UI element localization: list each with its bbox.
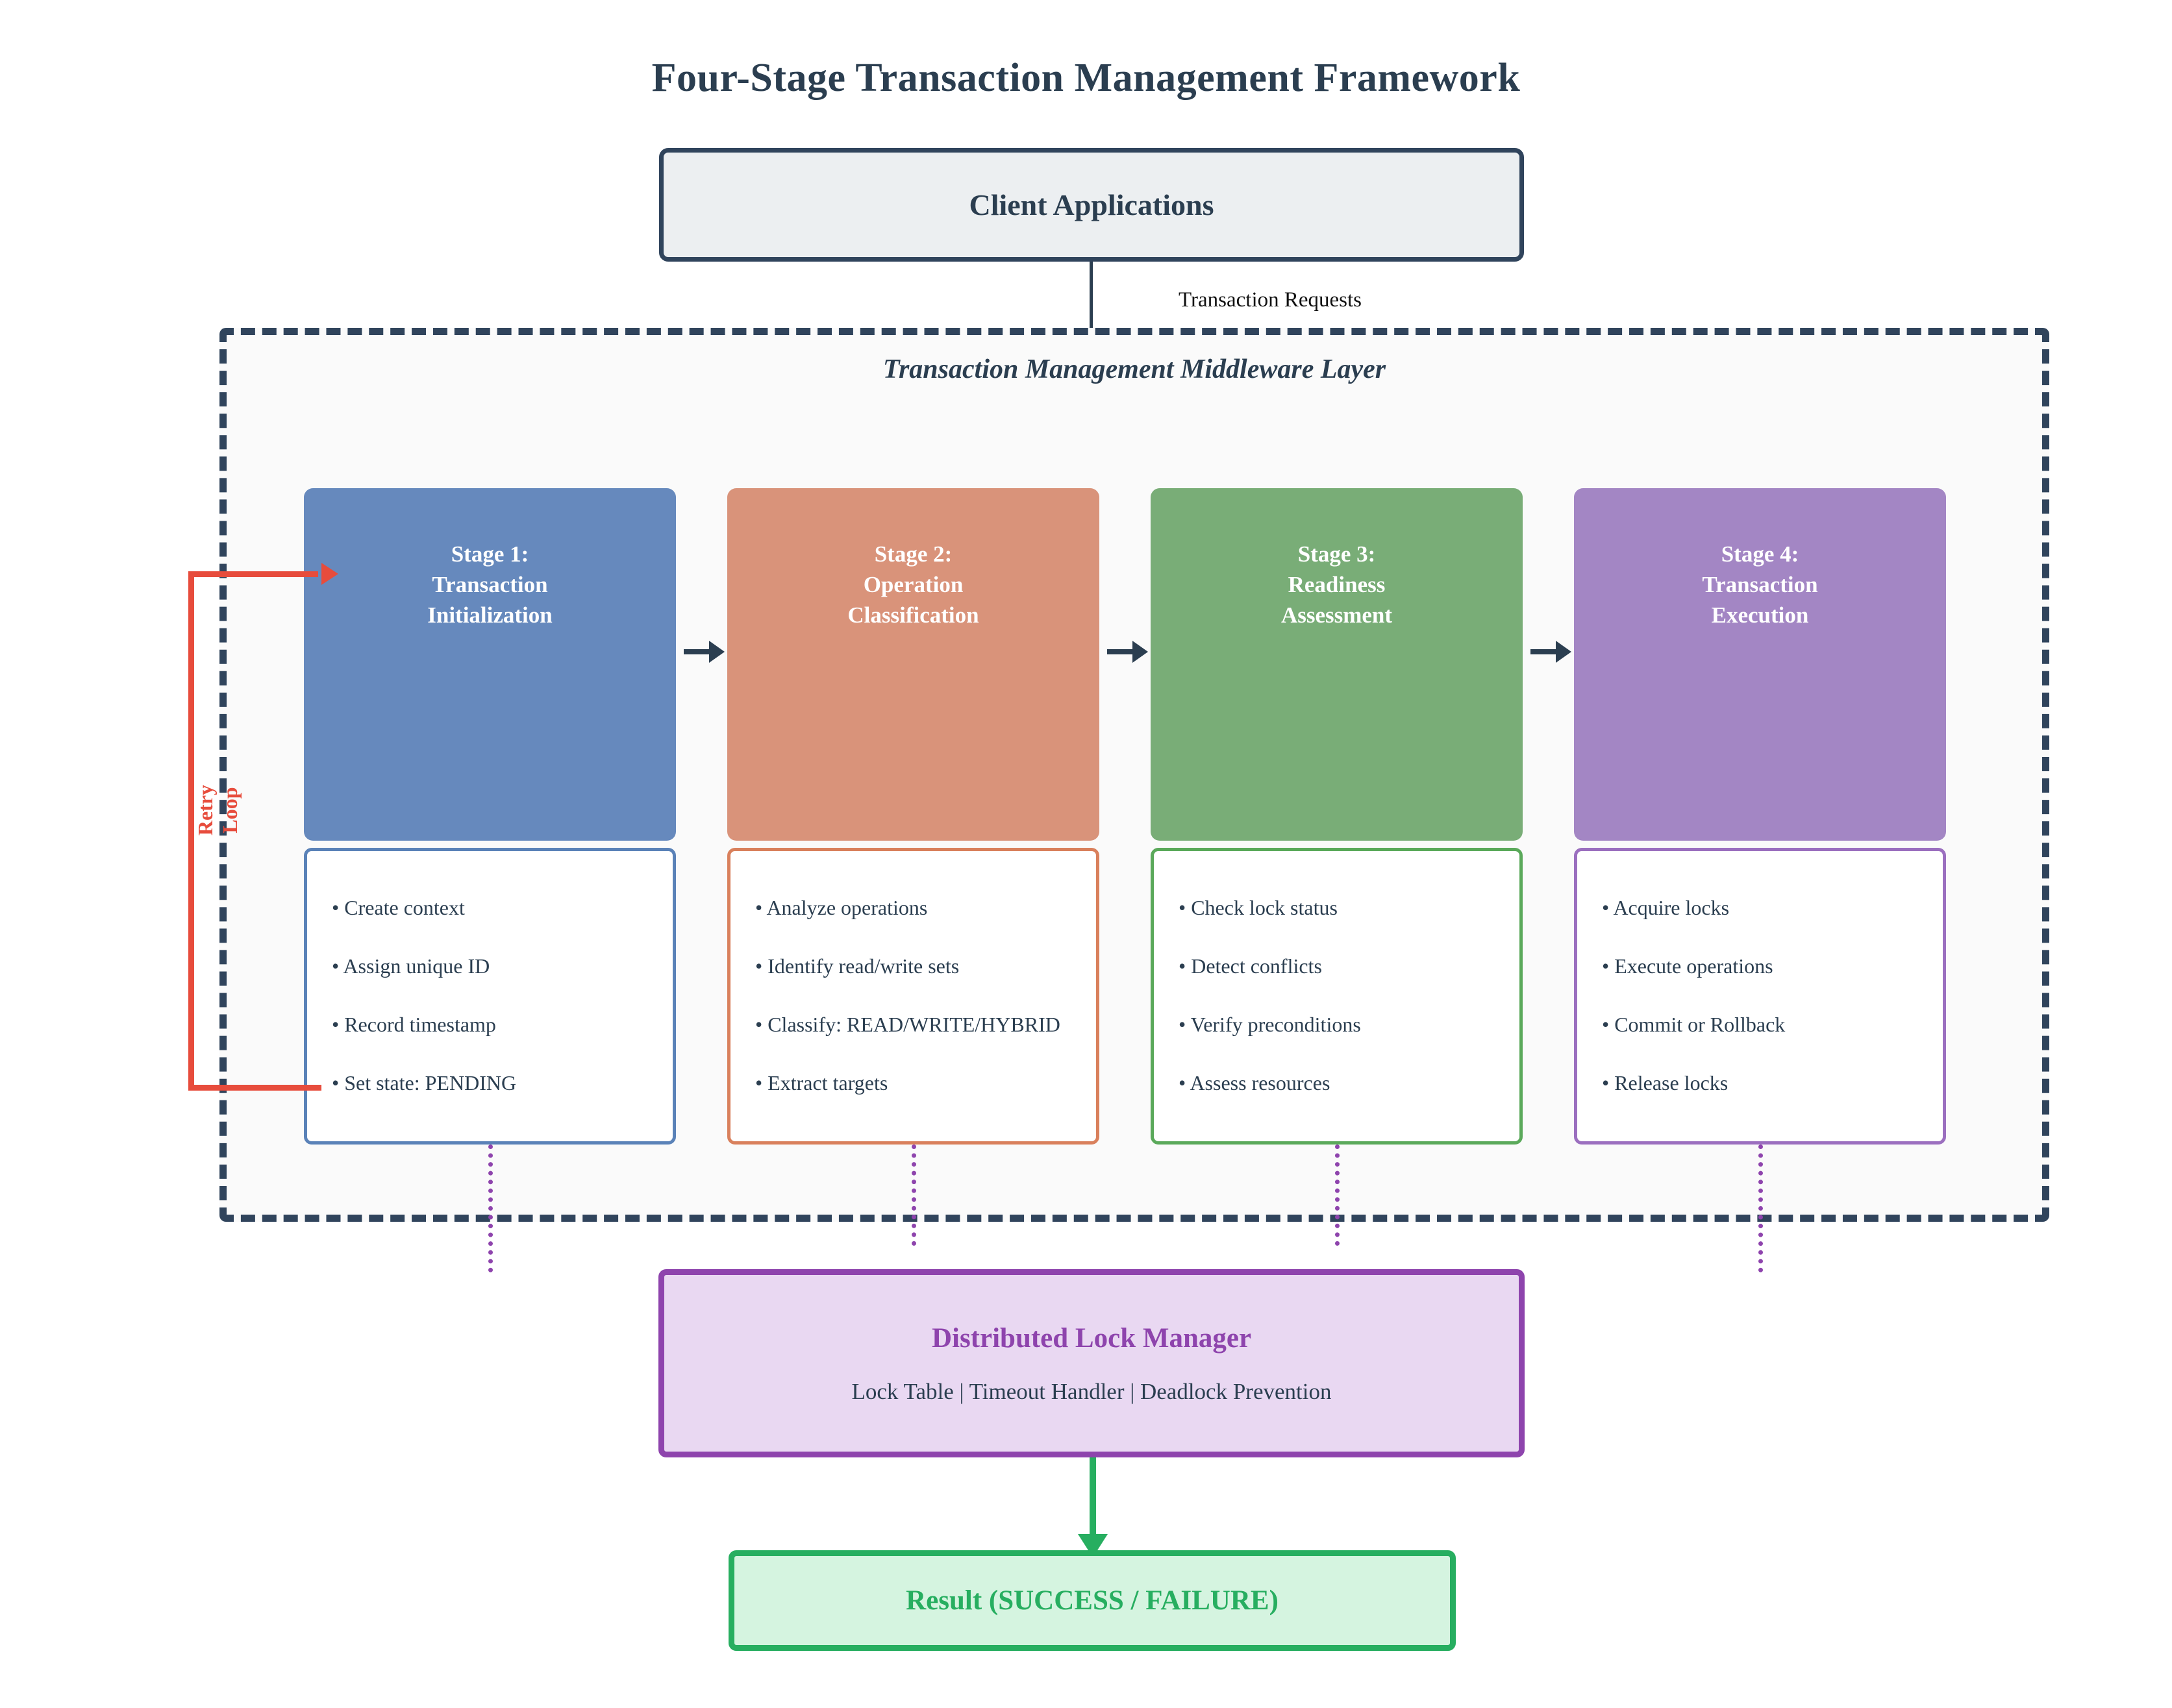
client-applications-box[interactable]: Client Applications [659,148,1524,262]
stage-arrow-1-to-2-icon [684,641,725,663]
detail-item: • Commit or Rollback [1602,1013,1786,1036]
result-label: Result (SUCCESS / FAILURE) [906,1585,1279,1616]
detail-item: • Execute operations [1602,954,1773,978]
detail-item: • Record timestamp [332,1013,496,1036]
stage-box-1[interactable]: Stage 1: Transaction Initialization [304,488,676,841]
stage-details-1: • Create context • Assign unique ID • Re… [304,848,676,1145]
retry-loop: Retry Loop [175,563,338,1104]
detail-item: • Set state: PENDING [332,1071,517,1095]
stage-title-4: Stage 4: Transaction Execution [1702,541,1818,628]
middleware-layer-title: Transaction Management Middleware Layer [882,354,1386,384]
distributed-lock-manager-box[interactable]: Distributed Lock Manager Lock Table | Ti… [658,1269,1525,1457]
lock-connector-4 [1758,1145,1763,1272]
detail-item: • Assign unique ID [332,954,490,978]
retry-loop-label: Retry Loop [193,784,242,836]
retry-loop-bottom-line [188,1085,321,1091]
stage-title-1: Stage 1: Transaction Initialization [427,541,553,628]
lock-manager-to-result-arrow [1078,1457,1108,1557]
page-title: Four-Stage Transaction Management Framew… [651,56,1521,100]
lock-connector-3 [1335,1145,1340,1246]
lock-manager-title: Distributed Lock Manager [931,1322,1252,1354]
retry-loop-top-line [188,563,338,585]
detail-item: • Release locks [1602,1071,1729,1095]
stage-details-4: • Acquire locks • Execute operations • C… [1574,848,1946,1145]
retry-loop-arrow-icon [321,563,338,585]
stage-title-2: Stage 2: Operation Classification [847,541,979,628]
detail-item: • Analyze operations [755,896,928,919]
detail-item: • Extract targets [755,1071,888,1095]
lock-connector-2 [912,1145,916,1246]
stage-box-4[interactable]: Stage 4: Transaction Execution [1574,488,1946,841]
detail-item: • Acquire locks [1602,896,1730,919]
detail-item: • Detect conflicts [1179,954,1322,978]
lock-connector-1 [488,1145,493,1272]
stage-details-3: • Check lock status • Detect conflicts •… [1151,848,1523,1145]
stage-arrow-2-to-3-icon [1107,641,1148,663]
detail-item: • Check lock status [1179,896,1338,919]
stage-details-2: • Analyze operations • Identify read/wri… [727,848,1099,1145]
stage-box-3[interactable]: Stage 3: Readiness Assessment [1151,488,1523,841]
stage-box-2[interactable]: Stage 2: Operation Classification [727,488,1099,841]
client-applications-label: Client Applications [969,188,1214,221]
retry-loop-vertical-line [188,571,194,1091]
detail-item: • Identify read/write sets [755,954,960,978]
detail-item: • Verify preconditions [1179,1013,1361,1036]
result-box[interactable]: Result (SUCCESS / FAILURE) [729,1550,1456,1651]
detail-item: • Classify: READ/WRITE/HYBRID [755,1013,1060,1036]
transaction-requests-label: Transaction Requests [1179,288,1362,312]
stage-arrow-3-to-4-icon [1530,641,1571,663]
stage-title-3: Stage 3: Readiness Assessment [1280,541,1393,628]
lock-manager-subtitle: Lock Table | Timeout Handler | Deadlock … [851,1378,1332,1404]
detail-item: • Assess resources [1179,1071,1330,1095]
detail-item: • Create context [332,896,465,919]
